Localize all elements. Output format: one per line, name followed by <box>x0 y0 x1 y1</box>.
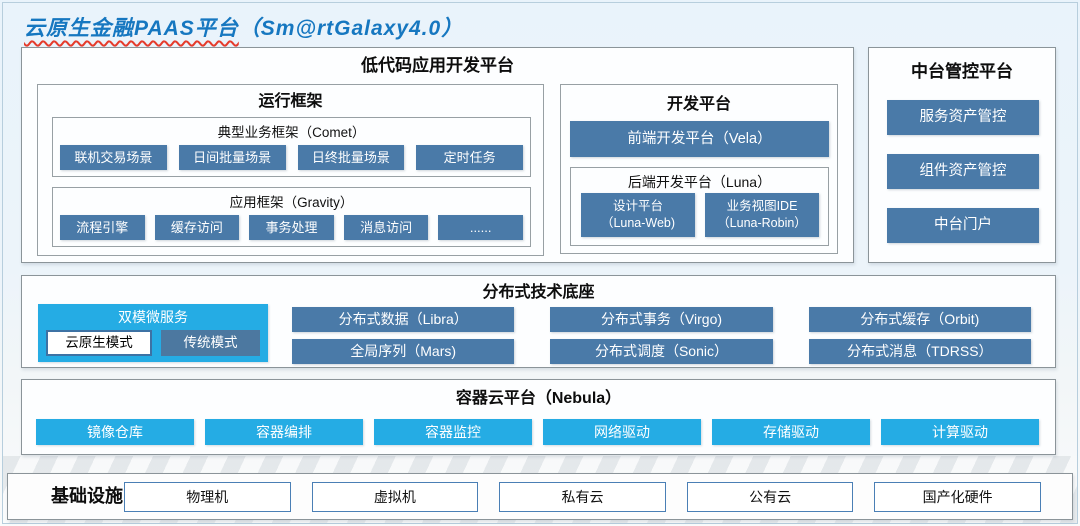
cloud-native-mode-block: 云原生模式 <box>46 330 152 356</box>
luna-web-line2: （Luna-Web) <box>600 216 676 230</box>
nebula-item-monitoring: 容器监控 <box>374 419 532 445</box>
lowcode-platform-title: 低代码应用开发平台 <box>361 56 514 75</box>
dev-platform-box: 开发平台 前端开发平台（Vela） 后端开发平台（Luna） 设计平台 （Lun… <box>560 84 838 254</box>
midplatform-item-component-assets: 组件资产管控 <box>887 154 1039 189</box>
page-title: 云原生金融PAAS平台（Sm@rtGalaxy4.0） <box>24 12 463 42</box>
infrastructure-item-domestic-hardware: 国产化硬件 <box>874 482 1041 512</box>
gravity-framework-box: 应用框架（Gravity） 流程引擎 缓存访问 事务处理 消息访问 ...... <box>52 187 531 247</box>
comet-items-row: 联机交易场景 日间批量场景 日终批量场景 定时任务 <box>60 145 523 170</box>
nebula-panel: 容器云平台（Nebula） 镜像仓库 容器编排 容器监控 网络驱动 存储驱动 计… <box>21 379 1056 455</box>
gravity-item-cache-access: 缓存访问 <box>154 215 240 240</box>
gravity-item-transaction: 事务处理 <box>249 215 334 240</box>
infrastructure-item-public-cloud: 公有云 <box>686 482 854 512</box>
gravity-item-more: ...... <box>438 215 523 240</box>
gravity-item-process-engine: 流程引擎 <box>60 215 145 240</box>
distributed-base-title: 分布式技术底座 <box>482 284 595 301</box>
comet-item-online-trading: 联机交易场景 <box>60 145 167 170</box>
midplatform-panel: 中台管控平台 服务资产管控 组件资产管控 中台门户 <box>868 47 1056 263</box>
distributed-item-sonic: 分布式调度（Sonic） <box>550 339 773 364</box>
nebula-item-storage-driver: 存储驱动 <box>712 419 870 445</box>
distributed-base-panel: 分布式技术底座 双模微服务 云原生模式 传统模式 分布式数据（Libra） 分布… <box>21 275 1056 368</box>
nebula-item-network-driver: 网络驱动 <box>543 419 701 445</box>
infrastructure-item-physical-machine: 物理机 <box>124 482 291 512</box>
runtime-framework-box: 运行框架 典型业务框架（Comet） 联机交易场景 日间批量场景 日终批量场景 … <box>37 84 544 256</box>
luna-robin-line2: （Luna-Robin） <box>717 216 807 230</box>
dev-platform-title: 开发平台 <box>666 96 731 113</box>
nebula-item-compute-driver: 计算驱动 <box>881 419 1039 445</box>
luna-backend-platform-box: 后端开发平台（Luna） 设计平台 （Luna-Web) 业务视图IDE （Lu… <box>570 167 829 246</box>
dual-mode-label: 双模微服务 <box>118 309 188 325</box>
comet-framework-label: 典型业务框架（Comet） <box>217 125 366 140</box>
midplatform-title: 中台管控平台 <box>911 62 1013 81</box>
page-title-suffix: （Sm@rtGalaxy4.0） <box>238 17 464 40</box>
gravity-framework-label: 应用框架（Gravity） <box>229 195 354 210</box>
distributed-item-virgo: 分布式事务（Virgo) <box>550 307 773 332</box>
distributed-row-1: 分布式数据（Libra） 分布式事务（Virgo) 分布式缓存（Orbit) <box>292 307 1031 332</box>
infrastructure-item-virtual-machine: 虚拟机 <box>311 482 479 512</box>
comet-framework-box: 典型业务框架（Comet） 联机交易场景 日间批量场景 日终批量场景 定时任务 <box>52 117 531 177</box>
nebula-items-row: 镜像仓库 容器编排 容器监控 网络驱动 存储驱动 计算驱动 <box>36 419 1039 445</box>
distributed-item-orbit: 分布式缓存（Orbit) <box>808 307 1031 332</box>
comet-item-scheduled-tasks: 定时任务 <box>416 145 523 170</box>
nebula-title: 容器云平台（Nebula） <box>455 390 622 407</box>
midplatform-item-service-assets: 服务资产管控 <box>887 100 1039 135</box>
distributed-items-grid: 分布式数据（Libra） 分布式事务（Virgo) 分布式缓存（Orbit) 全… <box>292 307 1031 364</box>
traditional-mode-block: 传统模式 <box>161 330 260 356</box>
luna-robin-line1: 业务视图IDE <box>726 199 798 214</box>
distributed-item-libra: 分布式数据（Libra） <box>292 307 515 332</box>
nebula-item-image-registry: 镜像仓库 <box>36 419 194 445</box>
distributed-item-tdrss: 分布式消息（TDRSS） <box>808 339 1031 364</box>
dual-mode-microservice-box: 双模微服务 云原生模式 传统模式 <box>38 304 268 362</box>
luna-backend-platform-label: 后端开发平台（Luna） <box>627 174 772 190</box>
infrastructure-items-row: 物理机 虚拟机 私有云 公有云 国产化硬件 <box>124 482 1041 512</box>
comet-item-eod-batch: 日终批量场景 <box>297 145 405 170</box>
gravity-item-message-access: 消息访问 <box>343 215 429 240</box>
distributed-item-mars: 全局序列（Mars) <box>292 339 515 364</box>
midplatform-item-portal: 中台门户 <box>887 208 1039 243</box>
infrastructure-item-private-cloud: 私有云 <box>499 482 666 512</box>
lowcode-platform-panel: 低代码应用开发平台 运行框架 典型业务框架（Comet） 联机交易场景 日间批量… <box>21 47 854 263</box>
luna-web-line1: 设计平台 <box>612 199 663 214</box>
infrastructure-bar: 基础设施 物理机 虚拟机 私有云 公有云 国产化硬件 <box>7 473 1073 520</box>
nebula-item-orchestration: 容器编排 <box>205 419 363 445</box>
gravity-items-row: 流程引擎 缓存访问 事务处理 消息访问 ...... <box>60 215 523 240</box>
comet-item-daytime-batch: 日间批量场景 <box>178 145 286 170</box>
runtime-framework-title: 运行框架 <box>258 93 323 110</box>
luna-web-design-platform-block: 设计平台 （Luna-Web) <box>581 193 695 237</box>
infrastructure-label: 基础设施 <box>51 486 123 506</box>
distributed-row-2: 全局序列（Mars) 分布式调度（Sonic） 分布式消息（TDRSS） <box>292 339 1031 364</box>
page-title-main: 云原生金融PAAS平台 <box>24 17 239 40</box>
vela-frontend-platform-block: 前端开发平台（Vela） <box>570 121 829 157</box>
luna-robin-ide-block: 业务视图IDE （Luna-Robin） <box>705 193 819 237</box>
